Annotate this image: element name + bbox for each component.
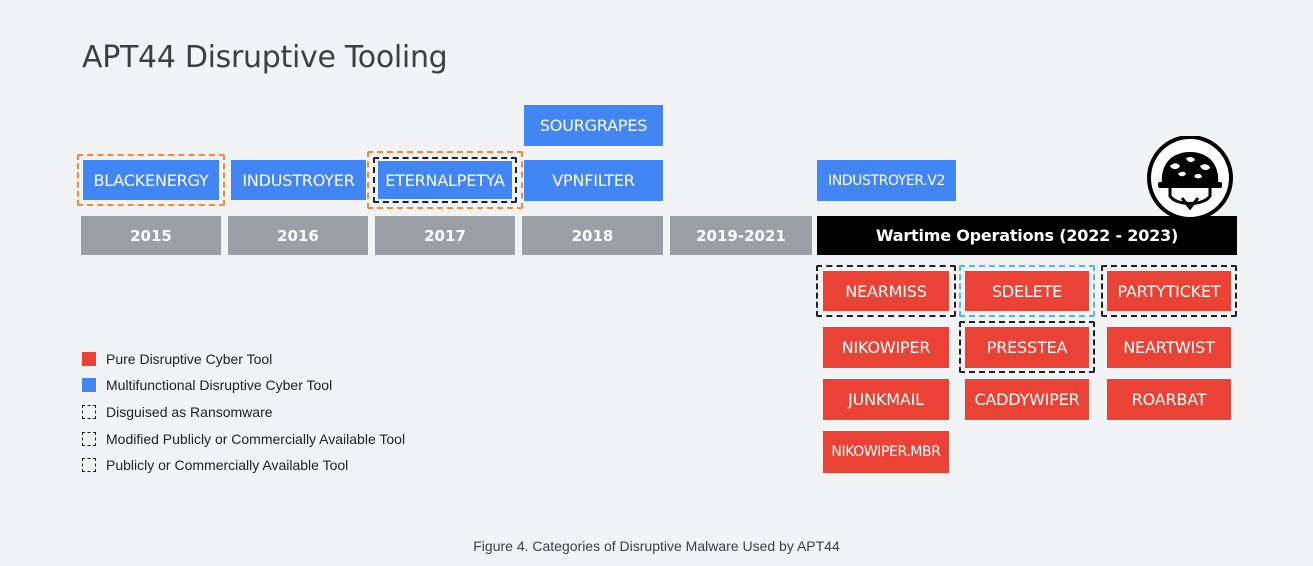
legend-label: Modified Publicly or Commercially Availa… — [106, 431, 406, 447]
legend-item-modified-public: Modified Publicly or Commercially Availa… — [82, 431, 405, 447]
year-2017: 2017 — [375, 216, 515, 255]
page-title: APT44 Disruptive Tooling — [82, 40, 448, 75]
outline-disguised-ransomware — [959, 321, 1095, 373]
outline-public-tool — [959, 265, 1095, 317]
outline-disguised-ransomware — [373, 157, 517, 203]
legend-swatch-orange-dashed — [82, 432, 96, 446]
year-2018: 2018 — [522, 216, 663, 255]
tool-industroyer: INDUSTROYER — [231, 160, 366, 200]
legend-swatch-red — [82, 352, 96, 366]
tool-partyticket: PARTYTICKET — [1107, 271, 1231, 311]
tool-nikowiper: NIKOWIPER — [823, 327, 949, 368]
tool-industroyer-v2: INDUSTROYER.V2 — [817, 160, 956, 201]
year-2016: 2016 — [228, 216, 368, 255]
legend-label: Disguised as Ransomware — [106, 404, 273, 420]
tool-neartwist: NEARTWIST — [1107, 327, 1231, 368]
legend-swatch-black-dashed — [82, 405, 96, 419]
year-2015: 2015 — [81, 216, 221, 255]
tool-sourgrapes: SOURGRAPES — [524, 105, 663, 146]
tool-presstea: PRESSTEA — [965, 327, 1089, 368]
tool-nearmiss: NEARMISS — [823, 271, 949, 311]
tool-eternalpetya: ETERNALPETYA — [378, 161, 512, 199]
legend-item-public-tool: Publicly or Commercially Available Tool — [82, 457, 348, 473]
legend-label: Pure Disruptive Cyber Tool — [106, 351, 273, 367]
legend-item-disguised-ransomware: Disguised as Ransomware — [82, 404, 273, 420]
wartime-operations-bar: Wartime Operations (2022 - 2023) — [817, 216, 1237, 255]
year-2019-2021: 2019-2021 — [670, 216, 812, 255]
tool-blackenergy: BLACKENERGY — [83, 160, 219, 200]
tool-vpnfilter: VPNFILTER — [524, 160, 663, 201]
military-helmet-icon — [1140, 135, 1240, 221]
legend-swatch-cyan-dashed — [82, 458, 96, 472]
tool-junkmail: JUNKMAIL — [823, 379, 949, 420]
tool-sdelete: SDELETE — [965, 271, 1089, 311]
figure-caption: Figure 4. Categories of Disruptive Malwa… — [473, 538, 840, 554]
outline-disguised-ransomware — [1101, 265, 1237, 317]
outline-modified-public-tool — [77, 154, 225, 206]
tool-caddywiper: CADDYWIPER — [965, 379, 1089, 420]
legend-item-multifunctional: Multifunctional Disruptive Cyber Tool — [82, 377, 332, 393]
tool-roarbat: ROARBAT — [1107, 379, 1231, 420]
legend-label: Multifunctional Disruptive Cyber Tool — [106, 377, 333, 393]
outline-modified-public-tool — [367, 151, 523, 209]
legend-item-pure-disruptive: Pure Disruptive Cyber Tool — [82, 351, 272, 367]
outline-disguised-ransomware — [816, 265, 956, 317]
legend-swatch-blue — [82, 378, 96, 392]
legend-label: Publicly or Commercially Available Tool — [106, 457, 349, 473]
tool-nikowiper-mbr: NIKOWIPER.MBR — [823, 431, 949, 473]
